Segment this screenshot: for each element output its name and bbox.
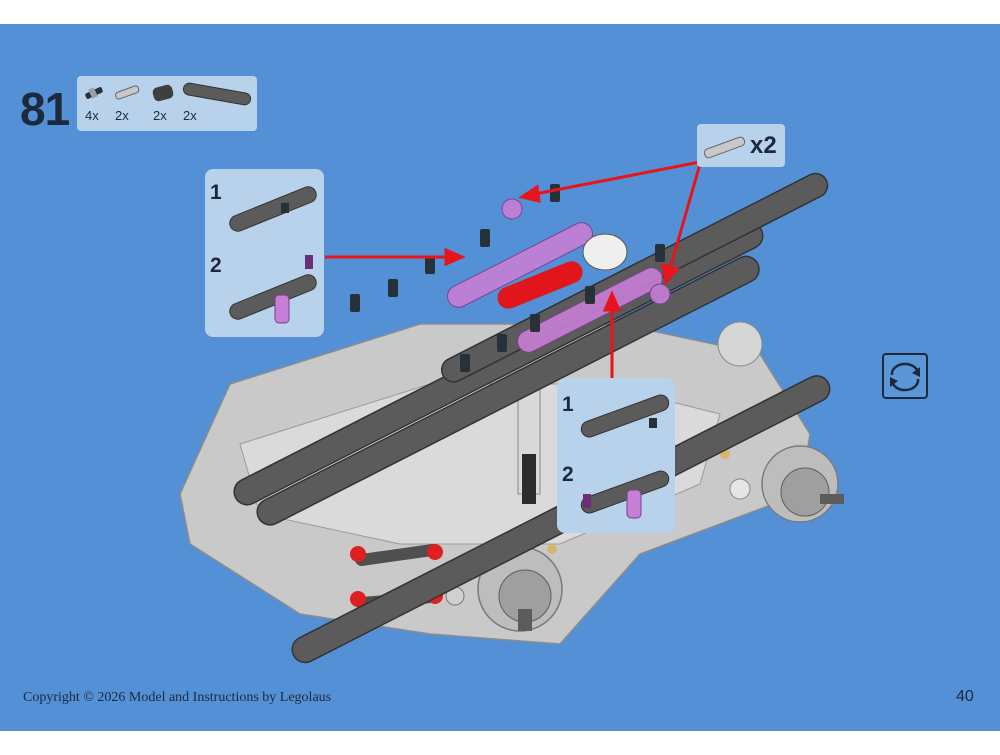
- red-axle-part: [497, 261, 583, 309]
- multiplier-callout: x2: [697, 124, 785, 167]
- part-item: 4x: [83, 80, 105, 123]
- instruction-page: 81 4x 2x 2x 2x: [0, 24, 1000, 731]
- part-item: 2x: [181, 80, 253, 123]
- substep-2-number: 2: [210, 254, 222, 277]
- substep-callout-right: 1 2: [557, 378, 675, 533]
- liftarm-beam-icon: [229, 255, 317, 324]
- part-item: 2x: [151, 80, 175, 123]
- axle-pin-icon: [703, 136, 746, 159]
- pin-with-bush-icon: [85, 87, 103, 99]
- step-number: 81: [20, 83, 70, 135]
- part-qty: 2x: [115, 108, 129, 123]
- white-connector: [582, 233, 628, 271]
- liftarm-beam-icon: [580, 470, 670, 519]
- page-number: 40: [956, 688, 974, 705]
- liftarm-beam-icon: [229, 186, 317, 232]
- assembly-arrows: [325, 160, 702, 379]
- substep-1-number: 1: [562, 393, 574, 416]
- pin-connector-block-icon: [152, 84, 174, 102]
- part-item: 2x: [113, 80, 141, 123]
- rotate-model-icon: [890, 362, 920, 392]
- liftarm-beam-icon: [182, 82, 252, 106]
- rotate-model-indicator: [882, 353, 928, 399]
- parts-list: 4x 2x 2x 2x: [77, 76, 257, 131]
- substep-2-number: 2: [562, 463, 574, 486]
- part-qty: 4x: [85, 108, 99, 123]
- part-qty: 2x: [153, 108, 167, 123]
- copyright-text: Copyright © 2026 Model and Instructions …: [23, 690, 332, 705]
- part-qty: 2x: [183, 108, 197, 123]
- new-parts-highlight: [447, 198, 671, 353]
- substep-callout-left: 1 2: [205, 169, 324, 337]
- substep-1-number: 1: [210, 181, 222, 204]
- liftarm-beam-icon: [580, 394, 670, 438]
- black-pins: [350, 184, 665, 372]
- multiplier-label: x2: [750, 132, 777, 159]
- axle-pin-icon: [115, 85, 140, 100]
